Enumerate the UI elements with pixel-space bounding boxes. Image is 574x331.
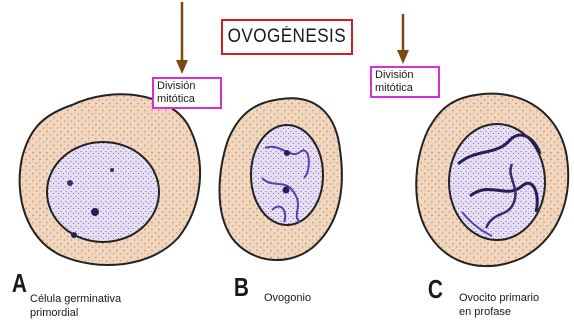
- caption-b-line1: Ovogonio: [264, 291, 311, 305]
- cell-b-oogonium: [220, 98, 342, 260]
- arrow-down-icon: [176, 2, 188, 74]
- caption-a-line2: primordial: [30, 306, 121, 320]
- division-label-line2: mitótica: [375, 82, 435, 95]
- caption-a-line1: Célula germinativa: [30, 292, 121, 306]
- division-label-2: División mitótica: [370, 66, 440, 98]
- diagram-title: OVOGÉNESIS: [228, 26, 347, 48]
- division-label-line1: División: [157, 80, 217, 93]
- panel-letter-c: C: [428, 274, 443, 305]
- caption-a: Célula germinativa primordial: [30, 292, 121, 320]
- title-box: OVOGÉNESIS: [221, 19, 353, 55]
- division-label-line1: División: [375, 69, 435, 82]
- division-label-1: División mitótica: [152, 77, 222, 109]
- division-label-line2: mitótica: [157, 93, 217, 106]
- caption-c: Ovocito primario en profase: [459, 291, 539, 319]
- panel-letter-b: B: [234, 272, 249, 303]
- cell-a-primordial-germ-cell: [20, 94, 200, 265]
- panel-letter-a: A: [12, 268, 27, 299]
- arrow-down-icon: [397, 14, 409, 64]
- caption-c-line2: en profase: [459, 305, 539, 319]
- cell-c-primary-oocyte: [416, 94, 568, 266]
- caption-c-line1: Ovocito primario: [459, 291, 539, 305]
- caption-b: Ovogonio: [264, 291, 311, 305]
